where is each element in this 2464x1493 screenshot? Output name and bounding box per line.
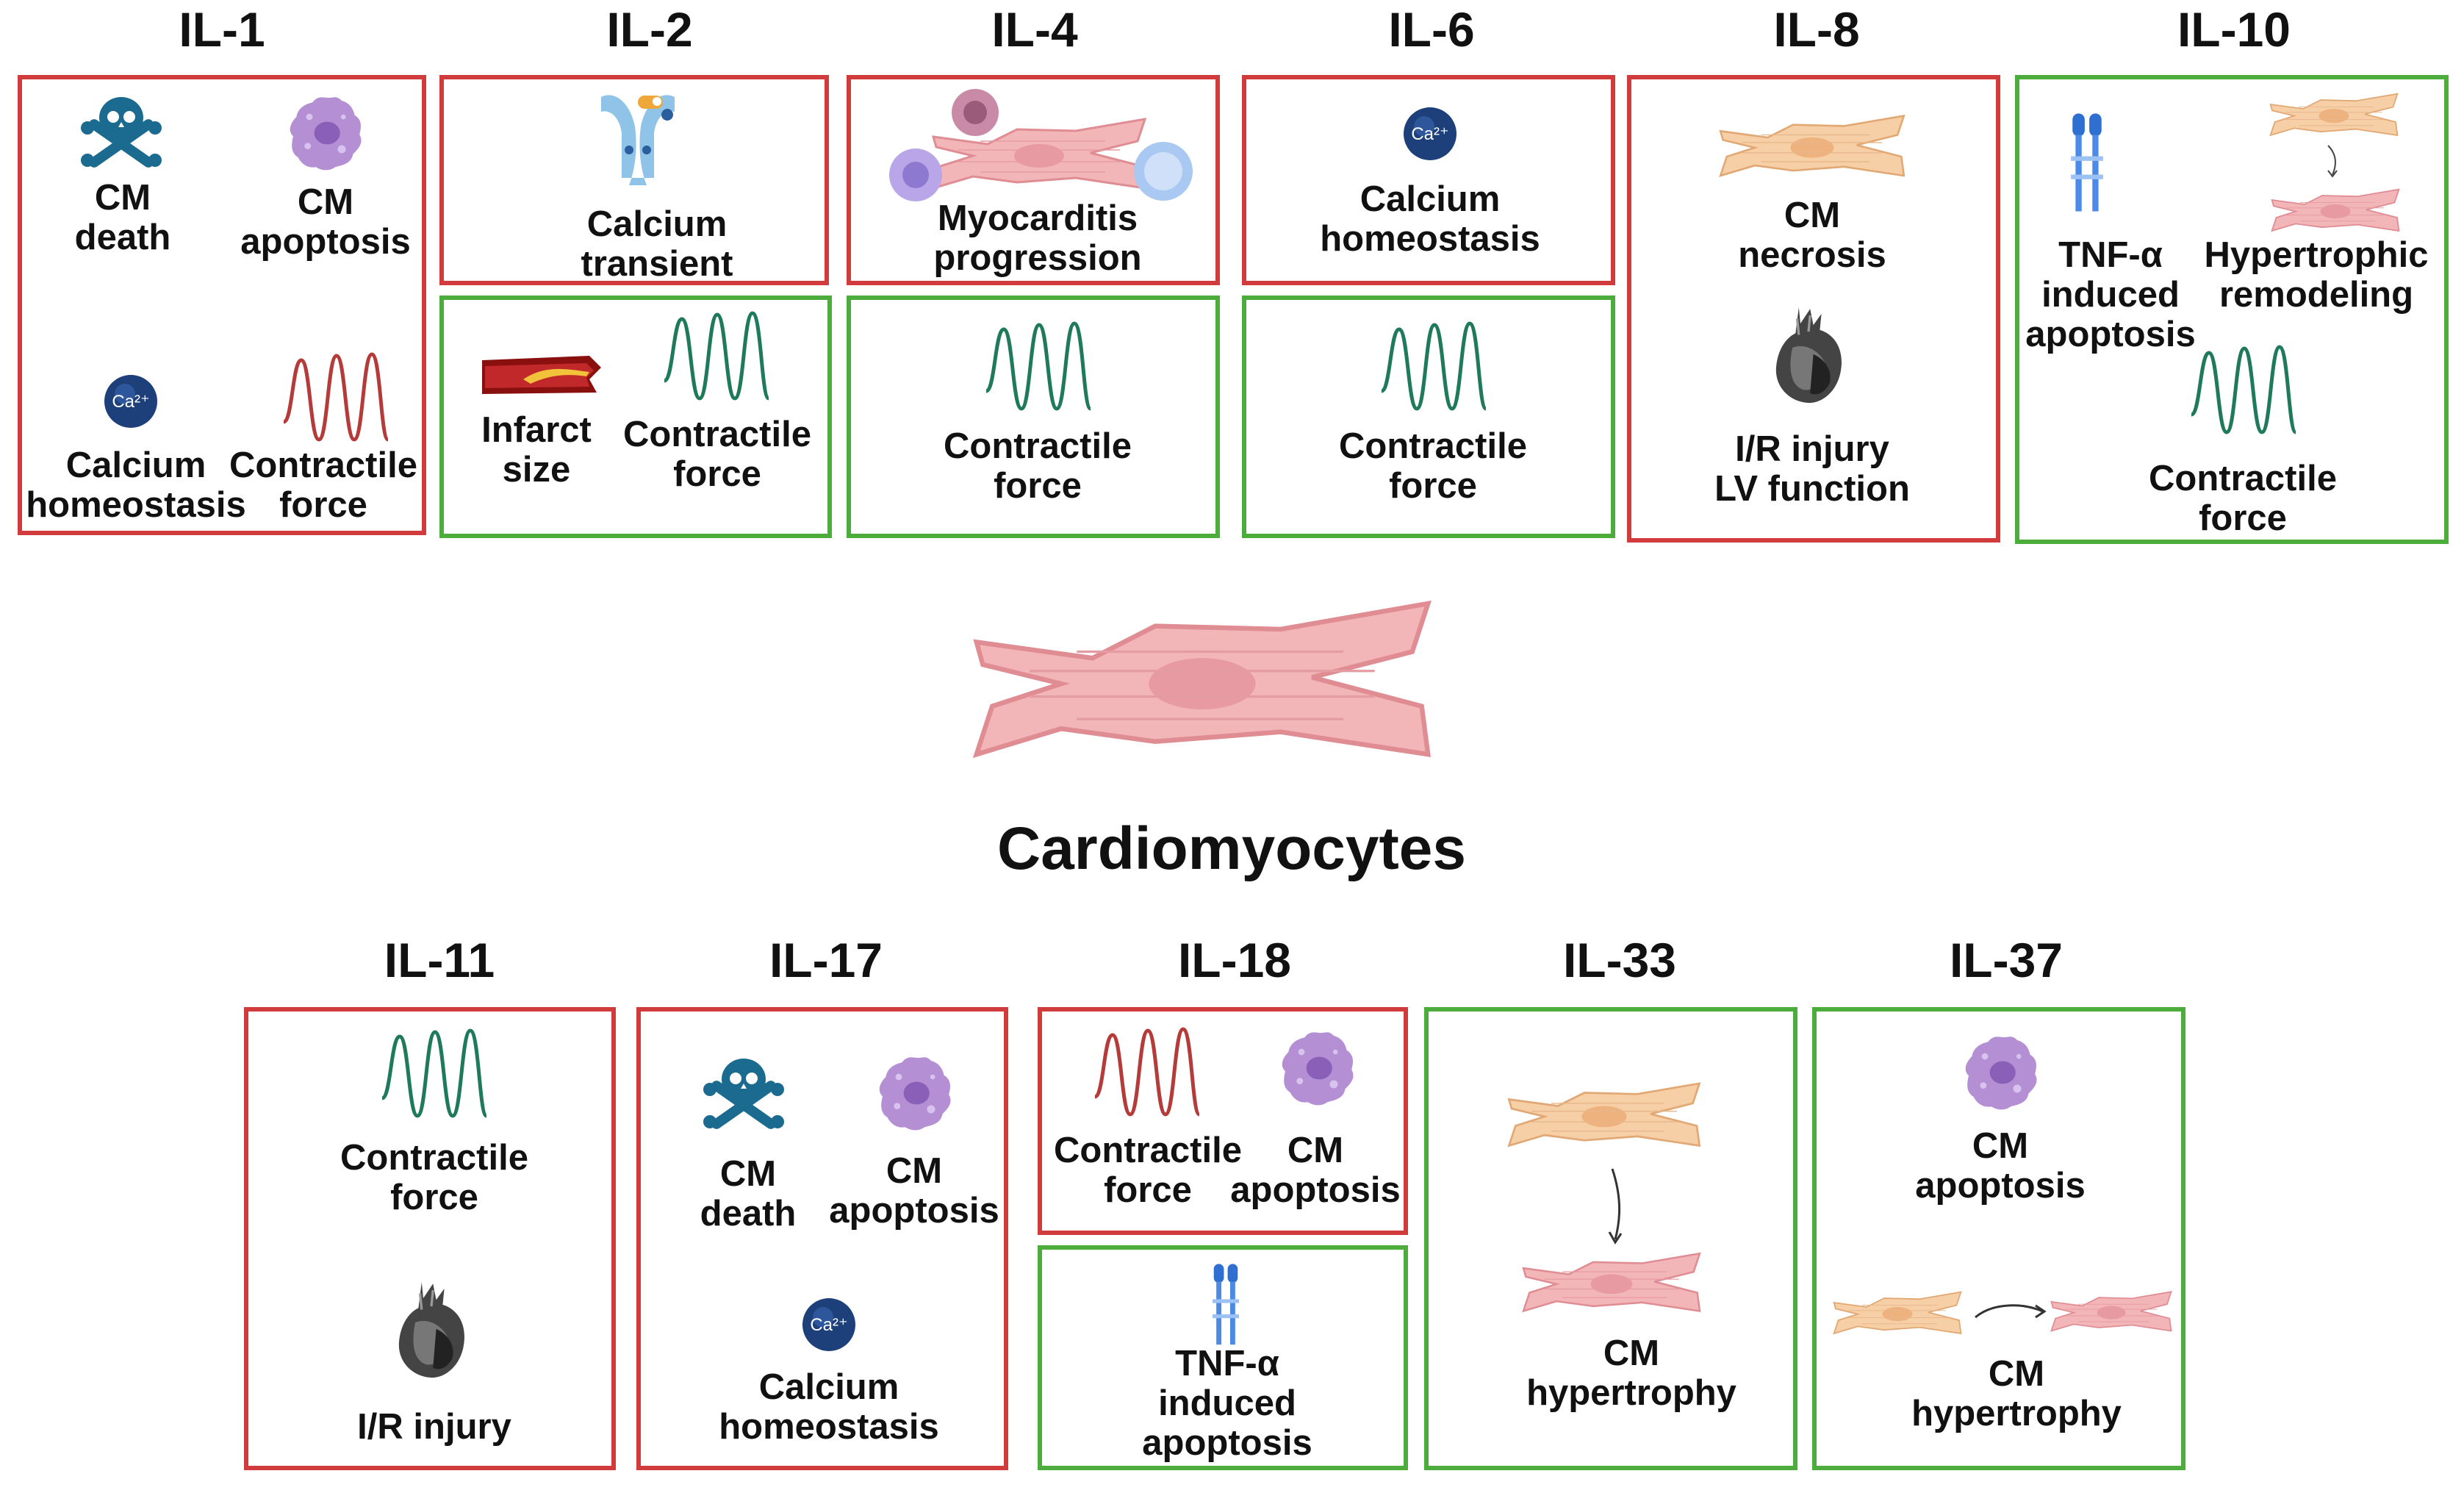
title-il8: IL-8 xyxy=(1773,2,1860,57)
calcium-ion-icon xyxy=(1401,104,1459,163)
title-il37: IL-37 xyxy=(1949,933,2063,987)
title-il2: IL-2 xyxy=(606,2,693,57)
apoptosis-cell-icon xyxy=(874,1053,955,1134)
cardiomyocytes-label: Cardiomyocytes xyxy=(996,815,1467,882)
contractile-wave-icon xyxy=(661,310,772,406)
contractile-wave-icon xyxy=(379,1028,489,1123)
contractile-wave-icon xyxy=(983,321,1093,416)
title-il4: IL-4 xyxy=(991,2,1078,57)
skull-icon xyxy=(77,85,165,181)
cardiomyocyte-icon xyxy=(2268,90,2400,141)
contractile-wave-icon xyxy=(2188,344,2299,440)
tnf-receptor-icon xyxy=(2068,109,2106,219)
apoptosis-cell-icon xyxy=(285,93,366,173)
cardiomyocyte-icon xyxy=(1717,112,1908,182)
contractile-wave-icon xyxy=(1092,1026,1202,1122)
cardiomyocyte-icon xyxy=(1831,1288,1964,1339)
immune-cell-icon xyxy=(1134,142,1193,201)
title-il33: IL-33 xyxy=(1562,933,1677,987)
cardiomyocyte-icon xyxy=(1520,1250,1703,1317)
il11-ir-label: I/R injury xyxy=(357,1407,511,1447)
calcium-ion-icon xyxy=(101,372,160,431)
arrow-icon xyxy=(1975,1304,2047,1319)
contractile-wave-icon xyxy=(281,351,391,447)
calcium-ion-icon xyxy=(800,1295,858,1354)
cardiomyocyte-icon xyxy=(2049,1288,2174,1336)
title-il11: IL-11 xyxy=(384,933,495,987)
arrow-icon xyxy=(1608,1168,1623,1245)
title-il17: IL-17 xyxy=(769,933,883,987)
immune-cell-icon xyxy=(952,89,999,136)
title-il18: IL-18 xyxy=(1177,933,1292,987)
title-il6: IL-6 xyxy=(1388,2,1475,57)
cardiomyocyte-icon xyxy=(1505,1079,1703,1153)
apoptosis-cell-icon xyxy=(1277,1028,1358,1109)
title-il10: IL-10 xyxy=(2177,2,2291,57)
heart-icon xyxy=(1768,300,1849,410)
tnf-receptor-icon xyxy=(1207,1261,1245,1350)
title-il1: IL-1 xyxy=(179,2,265,57)
heart-icon xyxy=(391,1275,472,1385)
cardiomyocyte-center-icon xyxy=(967,594,1437,770)
apoptosis-cell-icon xyxy=(1961,1032,2041,1113)
arrow-icon xyxy=(2327,145,2338,178)
cardiomyocyte-icon xyxy=(2269,185,2402,237)
blood-vessel-icon xyxy=(479,350,604,401)
calcium-channel-icon xyxy=(594,82,682,193)
contractile-wave-icon xyxy=(1379,321,1489,416)
immune-cell-icon xyxy=(889,148,942,201)
skull-icon xyxy=(700,1047,788,1142)
